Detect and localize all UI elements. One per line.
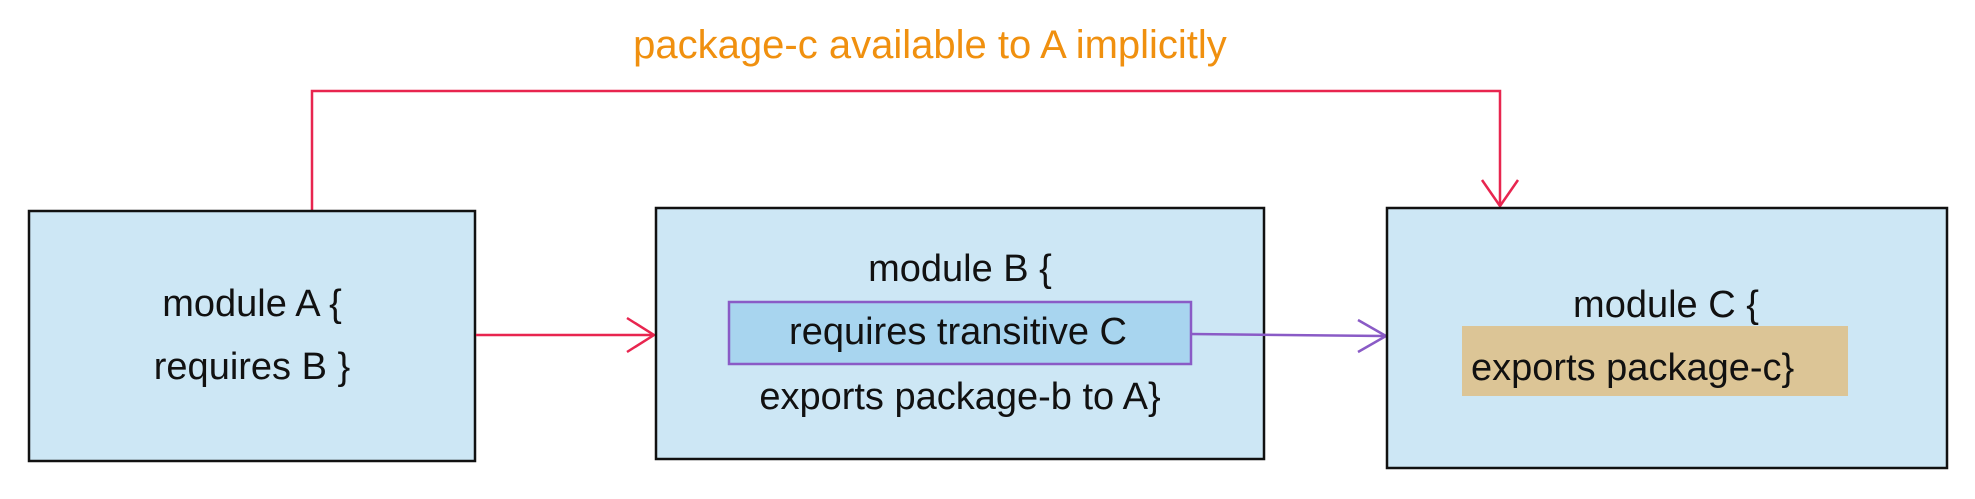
module-a-requires: requires B } bbox=[154, 346, 350, 388]
module-c-exports: exports package-c} bbox=[1471, 347, 1794, 389]
module-b-requires-transitive: requires transitive C bbox=[789, 311, 1127, 353]
exports-package-c-highlight bbox=[1462, 326, 1848, 396]
implicit-availability-connector bbox=[310, 89, 1502, 210]
requires-b-arrowhead bbox=[626, 316, 657, 354]
module-b-box: module B { requires transitive C exports… bbox=[654, 206, 1266, 461]
requires-transitive-highlight bbox=[727, 300, 1193, 366]
module-c-declaration: module C { bbox=[1573, 284, 1759, 326]
module-a-box: module A { requires B } bbox=[27, 209, 477, 463]
module-b-declaration: module B { bbox=[868, 248, 1052, 290]
implicit-availability-caption: package-c available to A implicitly bbox=[633, 23, 1227, 67]
module-c-closing-brace: } bbox=[1782, 347, 1795, 389]
module-a-declaration: module A { bbox=[162, 283, 342, 325]
module-c-box: module C { exports package-c} bbox=[1385, 206, 1949, 470]
module-b-exports: exports package-b to A} bbox=[759, 376, 1160, 418]
module-c-exports-highlighted-text: exports package-c bbox=[1471, 347, 1782, 389]
implicit-availability-arrowhead bbox=[1480, 179, 1520, 209]
requires-transitive-arrow-line bbox=[1190, 332, 1385, 338]
